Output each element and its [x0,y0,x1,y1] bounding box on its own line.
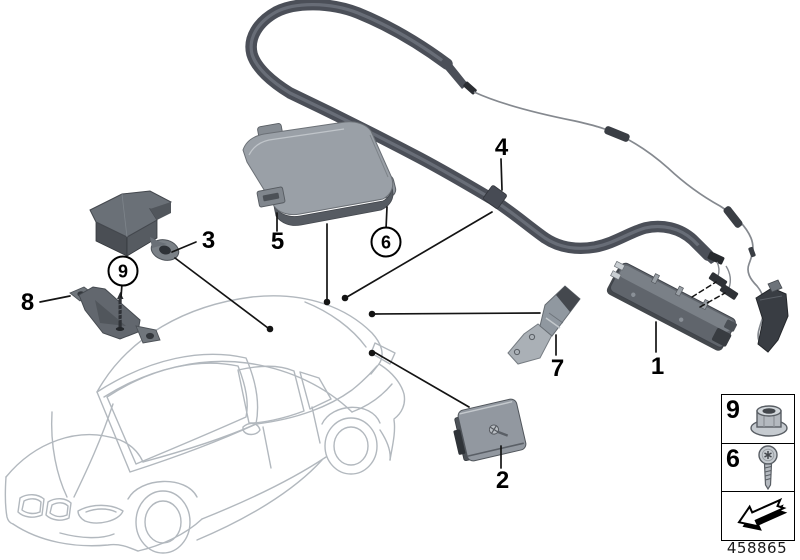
direction-arrow-icon [737,498,788,532]
callout-5[interactable]: 5 [270,228,284,255]
leader-lines [39,158,726,469]
callout-6[interactable]: 6 [370,226,402,258]
legend-nut-label[interactable]: 9 [726,396,740,424]
flange-nut-icon [750,405,788,437]
callout-7[interactable]: 7 [550,355,564,382]
antenna-cable-wire [473,91,789,353]
torx-screw-icon [758,444,778,490]
callout-4[interactable]: 4 [494,134,508,161]
drawing-number: 458865 [726,539,788,557]
legend-screw-row[interactable]: 6 [722,444,794,493]
car-outline [4,295,406,554]
cover-part [242,121,397,226]
legend-nut-row[interactable]: 9 [722,395,794,444]
callout-2[interactable]: 2 [495,467,509,494]
legend-arrow-row [722,492,794,540]
amplifier [606,260,737,351]
control-module [89,190,180,261]
legend-box: 9 6 [721,394,795,541]
callout-3[interactable]: 3 [201,227,215,254]
legend-screw-label[interactable]: 6 [726,444,740,473]
callout-9[interactable]: 9 [107,255,139,287]
callout-1[interactable]: 1 [650,353,664,380]
stud [115,292,125,331]
cable-holder-bracket [755,279,789,353]
module-small [453,398,527,462]
bracket-right [507,285,581,365]
location-dots [266,294,376,357]
callout-8[interactable]: 8 [20,289,34,316]
antenna-loop-cable [245,0,725,265]
bracket-left [69,286,161,344]
